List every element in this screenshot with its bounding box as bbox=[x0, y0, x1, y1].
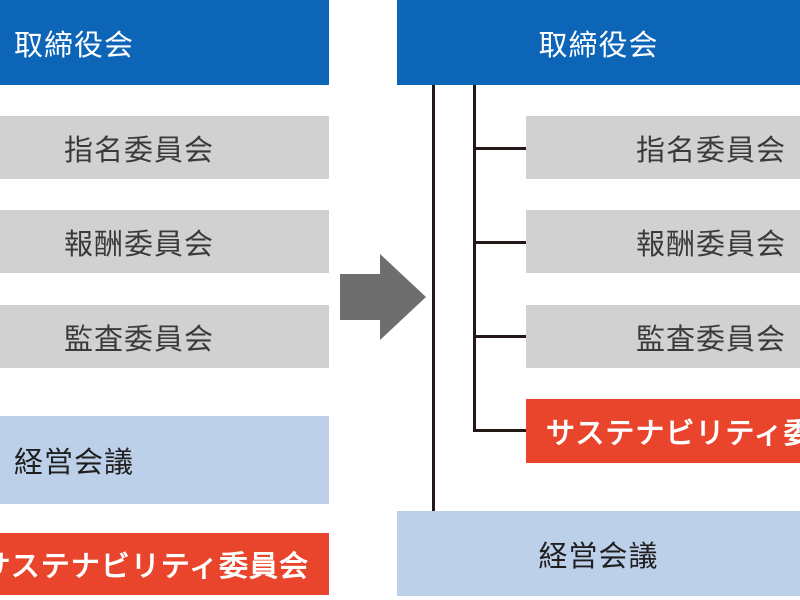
connector-branch-compensation bbox=[473, 241, 526, 244]
before-board-box: 取締役会 bbox=[0, 0, 329, 85]
connector-trunk bbox=[432, 85, 435, 511]
before-committee-audit-label: 監査委員会 bbox=[64, 321, 215, 356]
before-board-label: 取締役会 bbox=[14, 27, 135, 62]
after-committee-nomination-label: 指名委員会 bbox=[636, 132, 787, 167]
before-committee-nomination-label: 指名委員会 bbox=[64, 132, 215, 167]
after-management-meeting-label: 経営会議 bbox=[538, 538, 659, 573]
before-committee-nomination: 指名委員会 bbox=[0, 116, 329, 179]
before-committee-audit: 監査委員会 bbox=[0, 305, 329, 368]
connector-committee-trunk bbox=[473, 85, 476, 432]
connector-branch-nomination bbox=[473, 147, 526, 150]
before-sustainability-label: サステナビリティ委員会 bbox=[0, 549, 309, 583]
after-board-box: 取締役会 bbox=[397, 0, 800, 85]
after-committee-audit-label: 監査委員会 bbox=[636, 321, 787, 356]
before-management-meeting-box: 経営会議 bbox=[0, 416, 329, 504]
connector-branch-sustainability bbox=[473, 429, 526, 432]
after-committee-compensation: 報酬委員会 bbox=[526, 210, 800, 273]
after-committee-audit: 監査委員会 bbox=[526, 305, 800, 368]
before-sustainability-box: サステナビリティ委員会 bbox=[0, 533, 329, 595]
before-committee-compensation-label: 報酬委員会 bbox=[64, 226, 215, 261]
connector-branch-audit bbox=[473, 335, 526, 338]
before-management-meeting-label: 経営会議 bbox=[14, 445, 135, 479]
after-committee-compensation-label: 報酬委員会 bbox=[636, 226, 787, 261]
after-management-meeting-box: 経営会議 bbox=[397, 511, 800, 596]
after-committee-nomination: 指名委員会 bbox=[526, 116, 800, 179]
after-sustainability-label: サステナビリティ委員会 bbox=[546, 416, 800, 450]
after-sustainability-box: サステナビリティ委員会 bbox=[526, 399, 800, 463]
right-arrow-icon bbox=[340, 254, 426, 340]
after-board-label: 取締役会 bbox=[538, 27, 659, 62]
before-committee-compensation: 報酬委員会 bbox=[0, 210, 329, 273]
